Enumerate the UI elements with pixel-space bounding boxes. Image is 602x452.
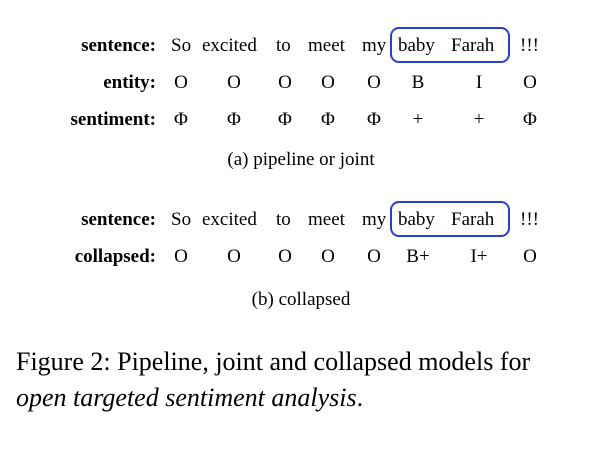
entity-tag: O [523, 72, 537, 93]
sentiment-label: sentiment: [70, 109, 156, 130]
collapsed-tag: O [367, 246, 381, 267]
entity-tag: B [411, 72, 425, 93]
word: my [362, 35, 387, 56]
sentiment-tag: Φ [174, 109, 188, 130]
target-entity-box [390, 27, 510, 63]
sentence-label: sentence: [81, 209, 156, 230]
sentiment-tag: Φ [227, 109, 241, 130]
collapsed-tag: B+ [406, 246, 430, 267]
target-entity-box [390, 201, 510, 237]
sentiment-tag: + [412, 109, 424, 130]
sentiment-tag: Φ [523, 109, 537, 130]
collapsed-label: collapsed: [74, 246, 156, 267]
word: excited [202, 35, 257, 56]
word: baby [398, 35, 435, 56]
entity-tag: O [227, 72, 241, 93]
word: Farah [451, 209, 495, 230]
word: baby [398, 209, 435, 230]
word: meet [308, 209, 345, 230]
collapsed-tag: O [321, 246, 335, 267]
figure-caption-line2: open targeted sentiment analysis. [16, 380, 363, 416]
figure-caption-italic: open targeted sentiment analysis [16, 383, 357, 412]
word: Farah [451, 35, 495, 56]
sentiment-tag: Φ [321, 109, 335, 130]
word: meet [308, 35, 345, 56]
entity-tag: O [174, 72, 188, 93]
sentiment-tag: + [473, 109, 485, 130]
subfigure-caption-b: (b) collapsed [251, 289, 351, 310]
word: to [276, 35, 291, 56]
sentiment-tag: Φ [367, 109, 381, 130]
subfigure-caption-a: (a) pipeline or joint [227, 149, 375, 170]
word: to [276, 209, 291, 230]
collapsed-tag: O [174, 246, 188, 267]
sentiment-tag: Φ [278, 109, 292, 130]
word: !!! [520, 209, 539, 230]
figure-caption-period: . [356, 383, 364, 412]
collapsed-tag: O [278, 246, 292, 267]
collapsed-tag: O [227, 246, 241, 267]
word: So [171, 35, 192, 56]
entity-tag: O [367, 72, 381, 93]
entity-label: entity: [103, 72, 156, 93]
collapsed-tag: I+ [470, 246, 488, 267]
figure-caption-line1: Figure 2: Pipeline, joint and collapsed … [16, 347, 531, 376]
entity-tag: O [321, 72, 335, 93]
word: my [362, 209, 387, 230]
word: So [171, 209, 192, 230]
sentence-label: sentence: [81, 35, 156, 56]
entity-tag: O [278, 72, 292, 93]
collapsed-tag: O [523, 246, 537, 267]
word: excited [202, 209, 257, 230]
word: !!! [520, 35, 539, 56]
entity-tag: I [475, 72, 483, 93]
